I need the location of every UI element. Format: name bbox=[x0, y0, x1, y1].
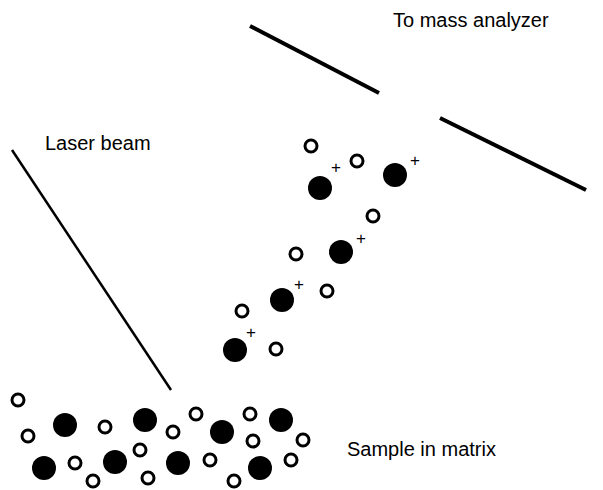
matrix-molecule bbox=[167, 426, 179, 438]
matrix-molecule bbox=[244, 408, 256, 420]
charge-sign: + bbox=[410, 152, 420, 169]
charge-sign: + bbox=[356, 230, 366, 247]
matrix-molecule bbox=[204, 454, 216, 466]
analyte bbox=[248, 456, 272, 480]
laser-beam bbox=[12, 150, 171, 390]
inlet-plate bbox=[440, 118, 586, 190]
matrix-molecule bbox=[228, 475, 240, 487]
analyzer-inlet bbox=[250, 26, 586, 190]
matrix-molecule bbox=[367, 210, 379, 222]
matrix-molecule bbox=[134, 444, 146, 456]
analyte bbox=[166, 451, 190, 475]
analyte-molecules bbox=[32, 163, 407, 480]
matrix-molecule bbox=[351, 155, 363, 167]
matrix-molecule bbox=[297, 434, 309, 446]
analyte-ion bbox=[329, 240, 353, 264]
analyte bbox=[53, 413, 77, 437]
matrix-molecule bbox=[69, 457, 81, 469]
analyte bbox=[133, 408, 157, 432]
matrix-molecules bbox=[12, 140, 379, 487]
matrix-molecule bbox=[247, 435, 259, 447]
callout-label: Sample in matrix bbox=[347, 439, 496, 459]
analyte-ion bbox=[308, 176, 332, 200]
callout-label: Laser beam bbox=[45, 133, 151, 153]
matrix-molecule bbox=[142, 472, 154, 484]
analyte-ion bbox=[223, 338, 247, 362]
charge-sign: + bbox=[331, 159, 341, 176]
matrix-molecule bbox=[190, 408, 202, 420]
analyte bbox=[210, 420, 234, 444]
analyte-ion bbox=[270, 288, 294, 312]
matrix-molecule bbox=[321, 285, 333, 297]
matrix-molecule bbox=[270, 343, 282, 355]
matrix-molecule bbox=[236, 305, 248, 317]
analyte bbox=[269, 408, 293, 432]
analyte bbox=[103, 450, 127, 474]
charge-sign: + bbox=[294, 276, 304, 293]
matrix-molecule bbox=[12, 394, 24, 406]
callout-label: To mass analyzer bbox=[393, 10, 549, 30]
matrix-molecule bbox=[22, 430, 34, 442]
analyte bbox=[32, 456, 56, 480]
analyte-ion bbox=[383, 163, 407, 187]
matrix-molecule bbox=[99, 421, 111, 433]
matrix-molecule bbox=[87, 475, 99, 487]
matrix-molecule bbox=[305, 140, 317, 152]
inlet-plate bbox=[250, 26, 379, 93]
matrix-molecule bbox=[290, 248, 302, 260]
matrix-molecule bbox=[285, 454, 297, 466]
charge-sign: + bbox=[246, 324, 256, 341]
